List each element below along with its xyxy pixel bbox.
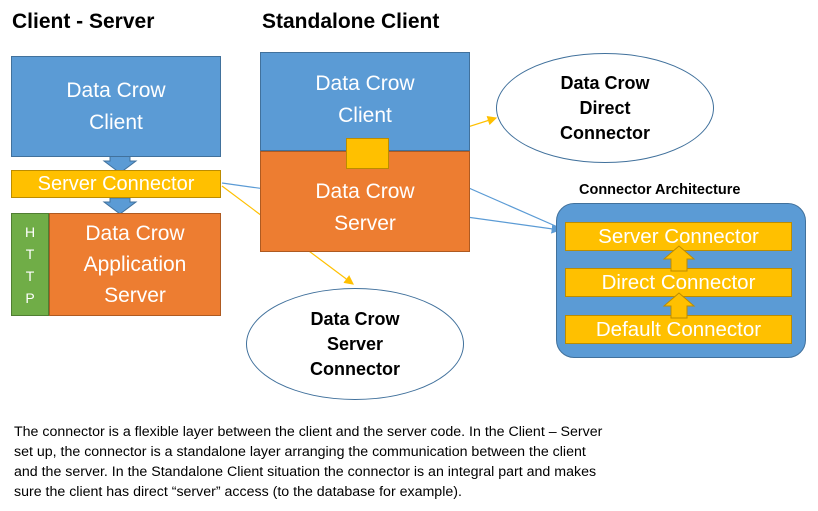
- standalone-client-line2: Client: [338, 103, 392, 127]
- server-ellipse-line3: Connector: [310, 358, 400, 379]
- client-box-line1: Data Crow: [66, 78, 166, 102]
- arch-direct-connector: Direct Connector: [565, 268, 792, 297]
- server-connector-box: Server Connector: [11, 170, 221, 198]
- server-connector-label: Server Connector: [37, 172, 195, 195]
- standalone-server-line2: Server: [334, 211, 396, 235]
- app-server-line1: Data Crow: [85, 222, 185, 245]
- standalone-server-box: Data Crow Server: [260, 151, 470, 252]
- caption-line-3: and the server. In the Standalone Client…: [14, 464, 597, 480]
- server-connector-ellipse: Data Crow Server Connector: [246, 288, 464, 400]
- title-standalone-client: Standalone Client: [262, 10, 440, 33]
- standalone-client-box: Data Crow Client: [260, 52, 470, 151]
- title-client-server: Client - Server: [12, 10, 155, 33]
- architecture-title: Connector Architecture: [579, 182, 741, 198]
- http-letter-h: H: [24, 223, 36, 240]
- http-layer: H T T P: [11, 213, 49, 316]
- standalone-client-line1: Data Crow: [315, 71, 415, 95]
- up-arrow-default-to-direct: [662, 292, 696, 319]
- http-letter-t2: T: [25, 267, 35, 284]
- direct-ellipse-line2: Direct: [579, 97, 631, 118]
- data-crow-client-box: Data Crow Client: [11, 56, 221, 157]
- app-server-line3: Server: [104, 284, 166, 307]
- arch-default-connector: Default Connector: [565, 315, 792, 344]
- caption-line-4: sure the client has direct “server” acce…: [14, 484, 462, 500]
- arch-default-connector-label: Default Connector: [595, 317, 762, 341]
- up-arrow-direct-to-server: [662, 245, 696, 272]
- down-arrow-connector-to-server: [102, 197, 138, 215]
- http-letter-t1: T: [25, 245, 35, 262]
- direct-connector-ellipse: Data Crow Direct Connector: [496, 53, 714, 163]
- http-letter-p: P: [25, 289, 35, 306]
- standalone-server-line1: Data Crow: [315, 179, 415, 203]
- server-ellipse-line2: Server: [326, 333, 384, 354]
- server-ellipse-line1: Data Crow: [310, 308, 400, 329]
- arch-server-connector-label: Server Connector: [598, 224, 759, 248]
- direct-ellipse-line3: Connector: [560, 122, 650, 143]
- caption-line-2: set up, the connector is a standalone la…: [14, 444, 586, 460]
- direct-ellipse-line1: Data Crow: [560, 72, 650, 93]
- standalone-connector-square: [346, 138, 389, 169]
- caption-line-1: The connector is a flexible layer betwee…: [14, 424, 603, 440]
- arch-direct-connector-label: Direct Connector: [601, 270, 756, 294]
- caption-paragraph: The connector is a flexible layer betwee…: [14, 422, 804, 502]
- app-server-line2: Application: [83, 253, 187, 276]
- application-server-box: Data Crow Application Server: [49, 213, 221, 316]
- client-box-line2: Client: [89, 110, 143, 134]
